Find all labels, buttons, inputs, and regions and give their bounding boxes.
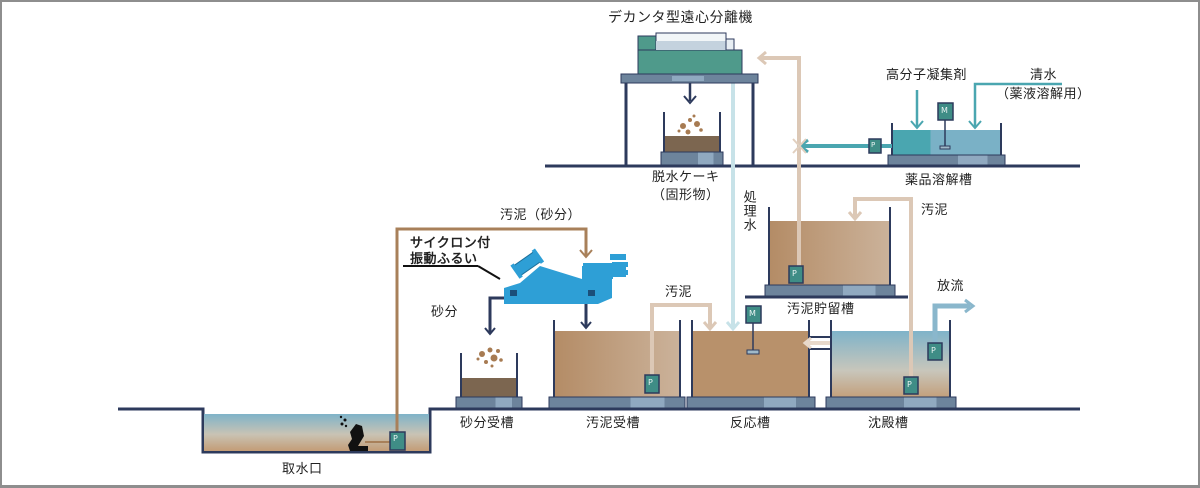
motor-chemical-glyph: M [941,106,949,115]
flow-discharge-label: 放流 [937,279,965,294]
pump-icons [389,138,943,451]
fresh-water-pipe [973,82,1062,127]
polymer-label: 高分子凝集剤 [886,68,968,83]
flow-sludge-label-1: 汚泥 [665,285,693,300]
flow-treated-water-label: 処理水 [740,190,756,232]
sludge-sand-pipe [395,227,588,432]
pump-settling-discharge-glyph: P [931,346,937,355]
pump-settling-bottom-icon [903,376,919,395]
pump-chemical-glyph: P [871,141,876,149]
flow-sludge-sand-label: 汚泥（砂分） [500,208,582,223]
sludge-feed-pipe [760,56,801,270]
cake-label-line1: 脱水ケーキ [652,170,720,185]
motor-reaction-glyph: M [749,309,757,318]
pump-sludge-receiving-icon [644,374,660,394]
cyclone-label-line1: サイクロン付 [410,236,491,251]
pump-settling-discharge-icon [927,342,943,361]
cake-label-line2: （固形物） [652,188,720,203]
pump-chemical-icon [868,138,882,154]
sand-tank-label: 砂分受槽 [460,416,515,431]
chemical-tank [887,120,1006,166]
settling-tank-label: 沈殿槽 [868,416,909,431]
intake-label: 取水口 [282,462,323,477]
pump-storage-icon [788,265,804,284]
sludge-storage-tank [764,207,896,297]
decanter-label: デカンタ型遠心分離機 [608,10,753,26]
pump-intake-glyph: P [393,434,399,443]
reaction-tank-label: 反応槽 [730,416,771,431]
motor-chemical-icon [937,102,954,121]
flow-sand-label: 砂分 [431,305,459,320]
motor-reaction-icon [745,305,762,324]
ground-line [118,407,1080,454]
cyclone-label-line2: 振動ふるい [410,252,478,267]
pump-sludge-receiving-glyph: P [648,378,654,387]
discharge-pipe [932,303,970,345]
sand-tank [455,347,523,409]
settling-tank [825,320,957,409]
reaction-tank [686,320,816,409]
sludge-receiving-tank [548,320,686,409]
decanter-centrifuge [620,32,759,166]
motor-icons [745,102,954,324]
pump-intake-icon [389,431,406,451]
sludge-transfer-pipe [650,303,712,380]
fresh-water-label-line1: 清水 [1030,68,1058,83]
chemical-tank-label: 薬品溶解槽 [905,173,973,188]
fresh-water-label-line2: （薬液溶解用） [996,87,1091,102]
pump-settling-bottom-glyph: P [907,380,913,389]
sludge-receiving-label: 汚泥受槽 [586,416,641,431]
sludge-storage-label: 汚泥貯留槽 [787,302,855,317]
diver-icon [339,415,368,451]
pump-storage-glyph: P [792,269,798,278]
cake-container [660,112,724,166]
pipe-crossing-icon [792,138,807,154]
flow-sludge-label-2: 汚泥 [921,203,949,218]
sludge-return-pipe [853,197,913,380]
cyclone-screen-machine [504,248,628,304]
